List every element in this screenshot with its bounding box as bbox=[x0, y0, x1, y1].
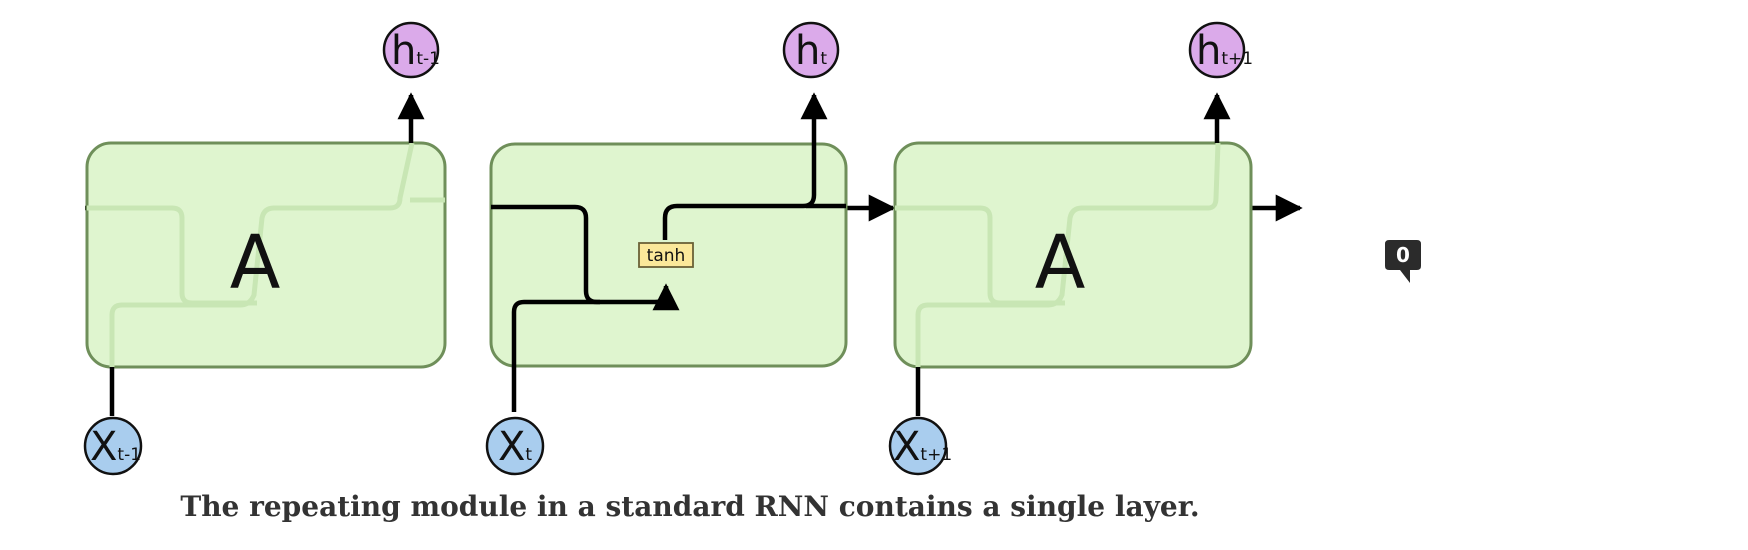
output-node-next: ht+1 bbox=[1188, 21, 1253, 79]
cell-label: A bbox=[1035, 220, 1086, 306]
node-sub-text: t-1 bbox=[117, 445, 141, 465]
node-main-text: X bbox=[90, 424, 117, 470]
cell-previous: A bbox=[85, 141, 447, 369]
faded-internal-lines bbox=[87, 142, 445, 367]
faded-internal-lines bbox=[895, 142, 1221, 367]
svg-text:Xt+1: Xt+1 bbox=[893, 424, 952, 470]
svg-text:Xt-1: Xt-1 bbox=[90, 424, 141, 470]
svg-text:Xt: Xt bbox=[498, 424, 532, 470]
node-main-text: X bbox=[498, 424, 525, 470]
cell-label: A bbox=[230, 220, 281, 306]
node-main-text: X bbox=[893, 424, 920, 470]
comment-badge[interactable]: 0 bbox=[1385, 240, 1421, 283]
cell-next: A bbox=[893, 141, 1253, 369]
hidden-out-line bbox=[662, 92, 828, 240]
hidden-in-line bbox=[491, 204, 680, 311]
node-main-text: h bbox=[1196, 28, 1221, 74]
tanh-label: tanh bbox=[647, 246, 686, 266]
input-stems bbox=[109, 367, 921, 416]
node-sub-text: t bbox=[820, 49, 827, 69]
input-node-next: Xt+1 bbox=[888, 416, 952, 476]
input-node-current: Xt bbox=[485, 416, 545, 476]
svg-text:ht: ht bbox=[795, 28, 827, 74]
node-main-text: h bbox=[391, 28, 416, 74]
tanh-layer bbox=[638, 242, 694, 268]
comment-bubble-icon bbox=[1385, 240, 1421, 283]
node-sub-text: t-1 bbox=[416, 49, 440, 69]
output-arrows bbox=[397, 92, 1231, 143]
cell-current: tanh bbox=[489, 92, 848, 412]
svg-text:ht+1: ht+1 bbox=[1196, 28, 1253, 74]
node-sub-text: t bbox=[525, 445, 532, 465]
comment-count: 0 bbox=[1396, 243, 1410, 267]
node-main-text: h bbox=[795, 28, 820, 74]
node-sub-text: t+1 bbox=[1221, 49, 1253, 69]
input-node-previous: Xt-1 bbox=[83, 416, 143, 476]
figure-caption: The repeating module in a standard RNN c… bbox=[180, 490, 1200, 523]
output-node-current: ht bbox=[782, 21, 840, 79]
svg-text:ht-1: ht-1 bbox=[391, 28, 440, 74]
input-line bbox=[511, 299, 600, 412]
output-node-previous: ht-1 bbox=[382, 21, 440, 79]
cell-box bbox=[85, 141, 447, 369]
node-sub-text: t+1 bbox=[920, 445, 952, 465]
cell-box bbox=[893, 141, 1253, 369]
